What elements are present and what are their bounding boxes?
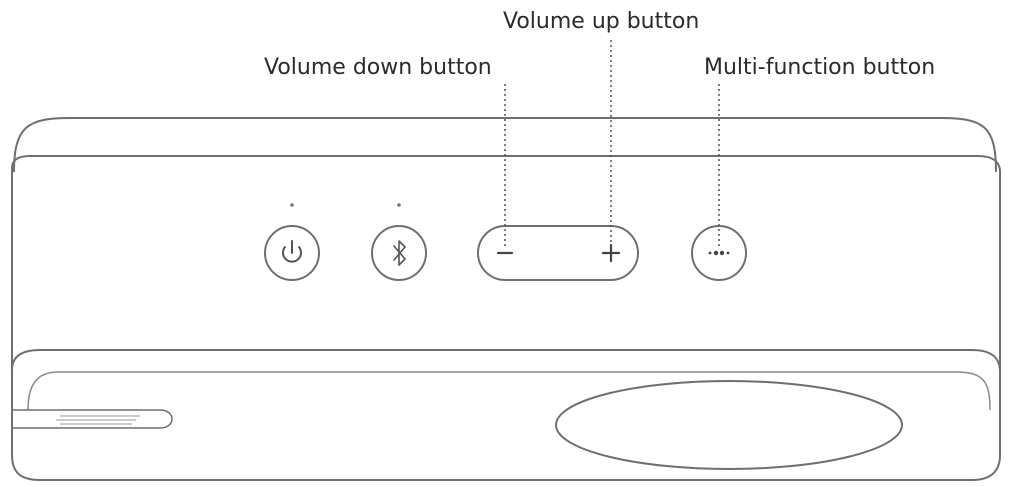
- bluetooth-button[interactable]: [371, 225, 427, 281]
- power-button[interactable]: [264, 225, 320, 281]
- volume-up-button[interactable]: [570, 226, 638, 280]
- power-icon: [282, 240, 302, 263]
- brand-logo: [12, 409, 173, 429]
- speaker-body: [11, 155, 1001, 481]
- volume-up-label: Volume up button: [503, 9, 700, 34]
- multi-function-label: Multi-function button: [704, 55, 936, 80]
- plus-icon: [601, 243, 621, 263]
- volume-pill: [477, 225, 639, 281]
- logo-mark: [56, 415, 140, 425]
- volume-down-button[interactable]: [478, 226, 548, 280]
- speaker-top-rim: [13, 117, 997, 173]
- volume-down-label: Volume down button: [264, 55, 492, 80]
- grille-panel: [27, 371, 991, 411]
- bluetooth-indicator-dot: [397, 203, 401, 207]
- more-dots-icon: [708, 250, 730, 256]
- volume-control: [477, 225, 639, 281]
- bluetooth-icon: [393, 240, 406, 266]
- power-indicator-dot: [290, 203, 294, 207]
- grille-edge: [11, 349, 1001, 373]
- passive-radiator: [555, 380, 903, 470]
